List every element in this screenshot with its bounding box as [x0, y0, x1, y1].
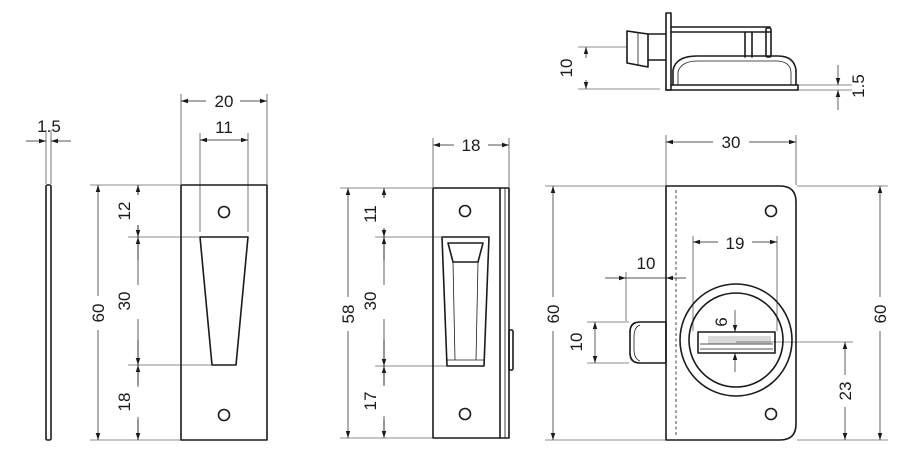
latch-plate-outline	[665, 185, 797, 441]
top-view-knob	[765, 27, 772, 58]
plate-side-view: 1.5	[26, 117, 71, 441]
pull-screw-hole-bottom	[458, 407, 472, 421]
center-height-label: 23	[836, 382, 855, 401]
thumbturn-inner-ring	[688, 292, 784, 388]
plate-edge	[45, 184, 52, 441]
pull-view: 18 58 11 30 17	[338, 136, 514, 439]
top-segment-label: 12	[115, 202, 134, 221]
pull-screw-hole-top	[458, 204, 472, 218]
plate-width-label: 20	[215, 92, 234, 111]
knob-width-label: 19	[726, 234, 745, 253]
slot-label: 6	[712, 317, 731, 326]
finger-recess	[199, 236, 249, 366]
plate-height-label: 60	[89, 304, 108, 323]
pull-bottom-segment-label: 17	[361, 392, 380, 411]
top-view-cover	[672, 55, 797, 86]
top-view-plate-label: 1.5	[849, 74, 868, 98]
pull-plate-outline	[432, 187, 510, 439]
pull-edge-bump	[508, 329, 514, 371]
latch-screw-hole-top	[764, 204, 778, 218]
top-view: 10 1.5	[557, 12, 868, 110]
latch-height-left-label: 60	[544, 305, 563, 324]
pull-middle-segment-label: 30	[361, 292, 380, 311]
bottom-segment-label: 18	[115, 393, 134, 412]
front-plate-outline	[180, 184, 268, 441]
latch-height-right-label: 60	[871, 305, 890, 324]
front-plate-view: 20 11 60 12 30 18	[88, 92, 268, 441]
pull-width-label: 18	[462, 136, 481, 155]
thumbturn-outer-ring	[679, 283, 793, 397]
top-view-height-label: 10	[557, 59, 576, 78]
bolt-projection-label: 10	[637, 254, 656, 273]
screw-hole-bottom	[217, 408, 231, 422]
latch-width-label: 30	[722, 133, 741, 152]
latch-screw-hole-bottom	[764, 407, 778, 421]
screw-hole-top	[217, 205, 231, 219]
pull-top-segment-label: 11	[361, 205, 380, 223]
inner-width-label: 11	[215, 118, 233, 137]
pull-handle	[441, 236, 490, 367]
top-view-plate	[665, 12, 672, 91]
latch-bolt	[629, 321, 667, 364]
bolt-height-label: 10	[567, 333, 586, 352]
pull-height-label: 58	[339, 305, 358, 324]
latch-view: 30 19 10 10 6 60	[543, 133, 890, 441]
plate-thickness-label: 1.5	[37, 117, 61, 136]
top-view-bolt	[626, 30, 649, 68]
middle-segment-label: 30	[115, 292, 134, 311]
